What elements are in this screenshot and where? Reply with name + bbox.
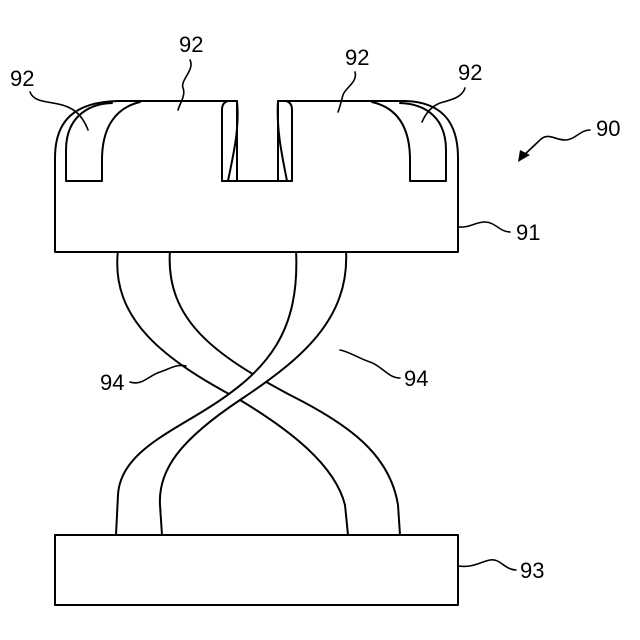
upper-member	[55, 101, 458, 252]
label-92-c: 92	[345, 45, 369, 70]
lower-member	[55, 535, 458, 605]
leader-90	[522, 130, 590, 157]
leader-91	[458, 222, 510, 232]
leader-94-right	[340, 350, 400, 378]
upper-body-outline	[55, 101, 458, 252]
crossing-arms	[116, 250, 400, 535]
label-93: 93	[520, 558, 544, 583]
label-94-left: 94	[100, 370, 124, 395]
label-94-right: 94	[404, 366, 428, 391]
leader-93	[458, 560, 516, 570]
leader-94-left	[130, 365, 186, 382]
label-92-a: 92	[10, 66, 34, 91]
label-92-d: 92	[458, 60, 482, 85]
label-92-b: 92	[179, 32, 203, 57]
label-91: 91	[516, 220, 540, 245]
label-90: 90	[596, 116, 620, 141]
